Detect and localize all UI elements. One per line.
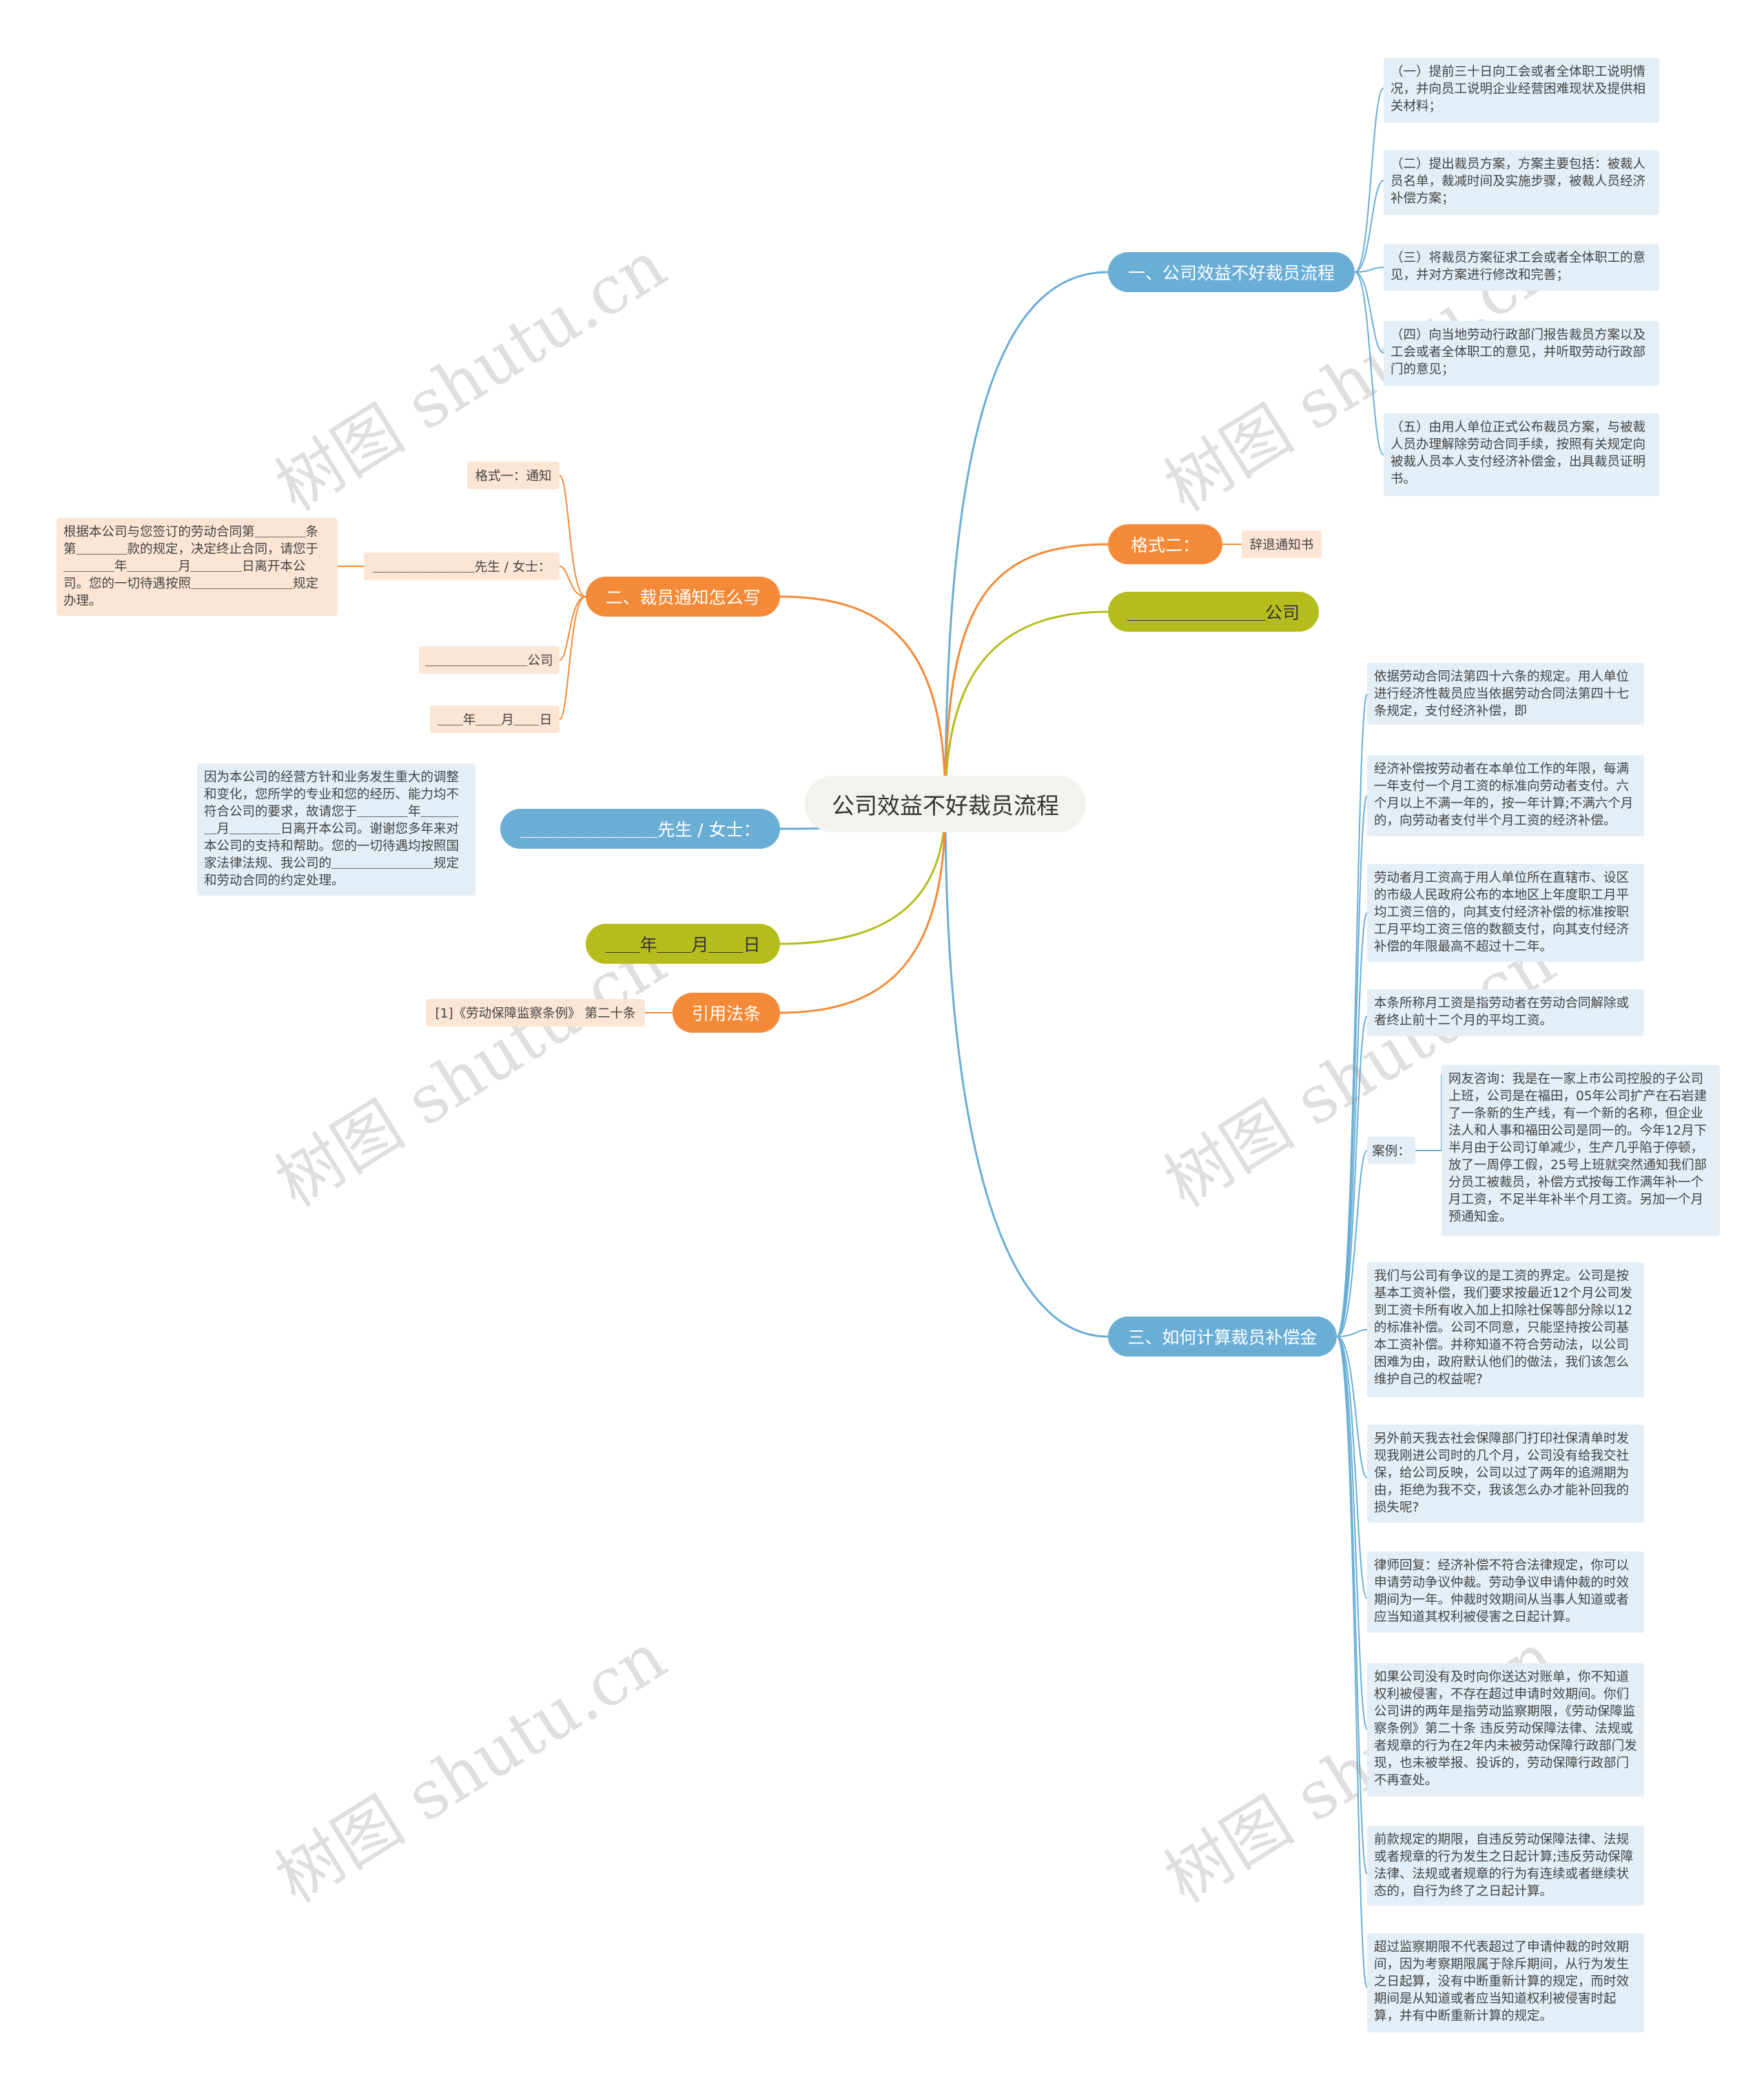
branch-date[interactable]: ＿＿年＿＿月＿＿日 bbox=[586, 924, 780, 964]
process-step: （三）将裁员方案征求工会或者全体职工的意见，并对方案进行修改和完善； bbox=[1384, 244, 1659, 291]
format-one-label: 格式一：通知 bbox=[467, 462, 560, 489]
branch-company[interactable]: ＿＿＿＿＿＿＿＿公司 bbox=[1108, 592, 1319, 632]
compensation-note: 依据劳动合同法第四十六条的规定。用人单位进行经济性裁员应当依据劳动合同法第四十七… bbox=[1367, 663, 1644, 725]
notice-company: ＿＿＿＿＿＿＿＿公司 bbox=[419, 646, 560, 674]
law-reference: [1]《劳动保障监察条例》 第二十条 bbox=[426, 999, 645, 1027]
compensation-note: 律师回复：经济补偿不符合法律规定，你可以申请劳动争议仲裁。劳动争议申请仲裁的时效… bbox=[1367, 1551, 1644, 1633]
branch-compensation[interactable]: 三、如何计算裁员补偿金 bbox=[1108, 1317, 1337, 1357]
branch-notice-writing[interactable]: 二、裁员通知怎么写 bbox=[586, 577, 780, 617]
dismissal-letter-body: 因为本公司的经营方针和业务发生重大的调整和变化，您所学的专业和您的经历、能力均不… bbox=[197, 763, 475, 896]
compensation-note: 本条所称月工资是指劳动者在劳动合同解除或者终止前十二个月的平均工资。 bbox=[1367, 989, 1644, 1036]
process-step: （二）提出裁员方案，方案主要包括：被裁人员名单，裁减时间及实施步骤，被裁人员经济… bbox=[1384, 150, 1659, 215]
notice-date: ＿＿年＿＿月＿＿日 bbox=[430, 705, 560, 733]
notice-salutation: ＿＿＿＿＿＿＿＿先生 / 女士： bbox=[364, 553, 560, 580]
process-step: （五）由用人单位正式公布裁员方案，与被裁人员办理解除劳动合同手续，按照有关规定向… bbox=[1384, 413, 1659, 496]
compensation-note: 前款规定的期限，自违反劳动保障法律、法规或者规章的行为发生之日起计算;违反劳动保… bbox=[1367, 1826, 1644, 1906]
compensation-note: 超过监察期限不代表超过了申请仲裁的时效期间，因为考察期限属于除斥期间，从行为发生… bbox=[1367, 1933, 1644, 2032]
root-topic[interactable]: 公司效益不好裁员流程 bbox=[805, 776, 1086, 832]
compensation-note: 我们与公司有争议的是工资的界定。公司是按基本工资补偿，我们要求按最近12个月公司… bbox=[1367, 1262, 1644, 1397]
branch-mr-ms[interactable]: ＿＿＿＿＿＿＿＿先生 / 女士： bbox=[500, 809, 780, 849]
compensation-note: 经济补偿按劳动者在本单位工作的年限，每满一年支付一个月工资的标准向劳动者支付。六… bbox=[1367, 755, 1644, 836]
branch-format-two[interactable]: 格式二： bbox=[1108, 524, 1222, 564]
branch-cited-law[interactable]: 引用法条 bbox=[673, 993, 780, 1033]
compensation-note: 如果公司没有及时向你送达对账单，你不知道权利被侵害，不存在超过申请时效期间。你们… bbox=[1367, 1663, 1644, 1797]
branch-layoff-process[interactable]: 一、公司效益不好裁员流程 bbox=[1108, 252, 1355, 292]
notice-body: 根据本公司与您签订的劳动合同第＿＿＿＿条第＿＿＿＿款的规定，决定终止合同，请您于… bbox=[57, 518, 338, 616]
compensation-note: 劳动者月工资高于用人单位所在直辖市、设区的市级人民政府公布的本地区上年度职工月平… bbox=[1367, 864, 1644, 962]
case-detail: 网友咨询：我是在一家上市公司控股的子公司上班，公司是在福田，05年公司扩产在石岩… bbox=[1442, 1065, 1720, 1236]
compensation-note: 另外前天我去社会保障部门打印社保清单时发现我刚进公司时的几个月，公司没有给我交社… bbox=[1367, 1425, 1644, 1523]
process-step: （四）向当地劳动行政部门报告裁员方案以及工会或者全体职工的意见，并听取劳动行政部… bbox=[1384, 321, 1659, 386]
resignation-notice-label: 辞退通知书 bbox=[1242, 530, 1322, 558]
case-label: 案例： bbox=[1367, 1137, 1415, 1164]
process-step: （一）提前三十日向工会或者全体职工说明情况，并向员工说明企业经营困难现状及提供相… bbox=[1384, 58, 1659, 123]
